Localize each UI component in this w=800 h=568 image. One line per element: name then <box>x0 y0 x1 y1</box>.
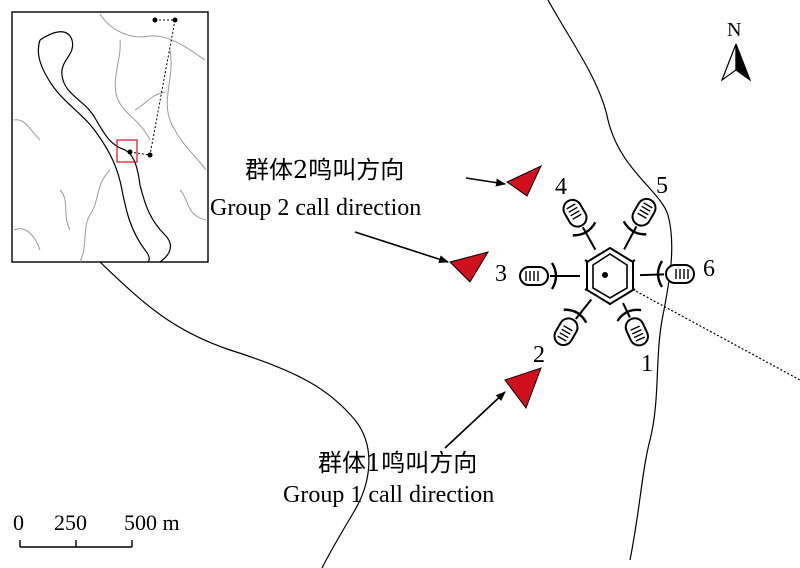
mic-label-5: 5 <box>656 173 668 199</box>
microphone-icon-3 <box>519 262 558 290</box>
scale-tick-0: 0 <box>13 510 24 535</box>
mic-spoke-1 <box>622 302 631 318</box>
scale-tick-500: 500 m <box>124 510 180 535</box>
microphones-group <box>519 197 695 347</box>
arrow-group1 <box>444 391 506 449</box>
microphone-icon-2 <box>553 308 588 347</box>
recorder-array <box>584 246 636 306</box>
group1-label-zh: 群体1鸣叫方向 <box>318 449 478 477</box>
microphone-icon-5 <box>622 197 657 236</box>
scale-bar <box>19 540 133 548</box>
group2-label-zh: 群体2鸣叫方向 <box>245 156 405 184</box>
microphone-icon-4 <box>562 198 597 237</box>
mic-spoke-4 <box>581 226 597 251</box>
mic-spoke-5 <box>623 225 638 250</box>
mic-label-2: 2 <box>533 342 545 368</box>
valley-boundary-left <box>99 261 370 568</box>
mic-spoke-6 <box>639 273 665 277</box>
north-arrow-icon <box>720 43 752 82</box>
inset-study-area-box <box>116 139 138 163</box>
inset-map <box>11 11 209 263</box>
mic-spoke-2 <box>574 298 593 320</box>
group1-label-en: Group 1 call direction <box>283 482 495 508</box>
mic-label-6: 6 <box>703 256 715 282</box>
microphone-icon-1 <box>616 308 649 347</box>
north-label: N <box>727 19 742 41</box>
microphone-icon-6 <box>656 260 695 288</box>
bearing-line <box>607 275 800 381</box>
group1-marker <box>504 367 542 410</box>
arrow-group2-lower <box>354 231 449 264</box>
group2-marker-upper <box>506 164 543 197</box>
arrow-group2-upper <box>465 177 506 187</box>
inset-river <box>39 31 172 263</box>
mic-label-3: 3 <box>495 261 507 287</box>
group2-marker-lower <box>449 251 490 283</box>
scale-tick-250: 250 <box>54 510 87 535</box>
mic-label-1: 1 <box>641 351 653 377</box>
valley-boundary-right <box>547 0 673 561</box>
mic-label-4: 4 <box>555 174 567 200</box>
group2-label-en: Group 2 call direction <box>210 195 422 221</box>
